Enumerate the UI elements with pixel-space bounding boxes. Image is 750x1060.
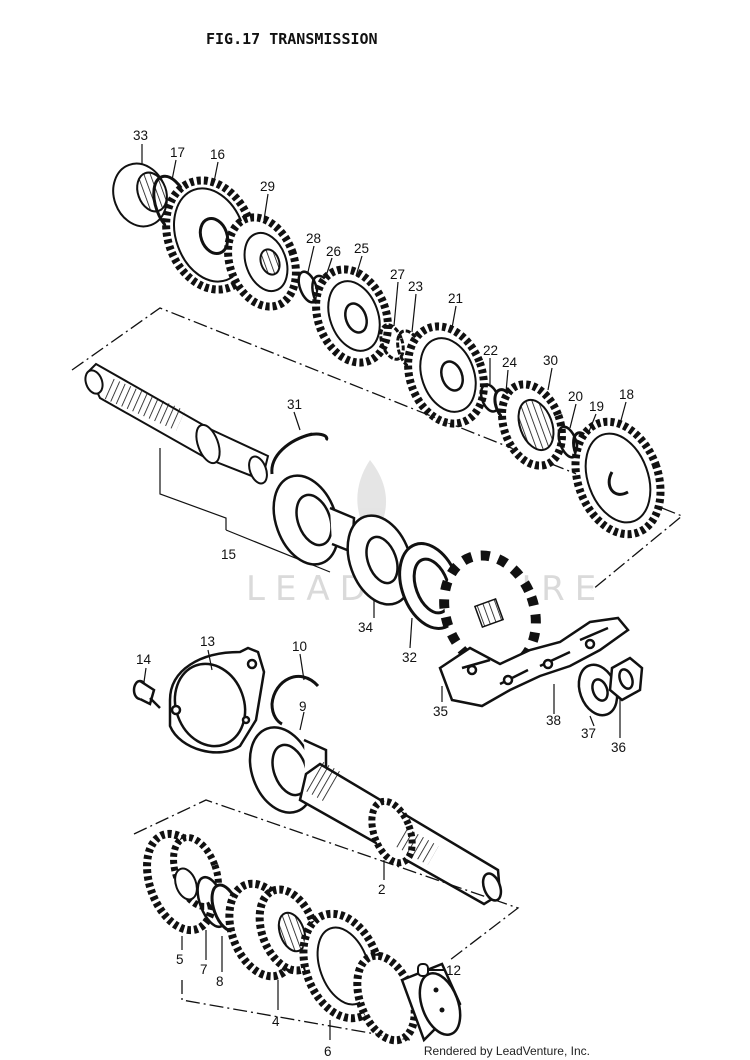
part-21-gear — [404, 322, 488, 428]
callout-36: 36 — [611, 740, 626, 755]
part-30-gear — [498, 380, 566, 470]
part-29-gear — [224, 213, 300, 311]
callout-29: 29 — [260, 179, 275, 194]
part-5-gear — [143, 829, 222, 935]
drive-chain — [438, 616, 630, 708]
callout-16: 16 — [210, 147, 225, 162]
part-10-circlip — [270, 674, 320, 726]
callout-20: 20 — [568, 389, 583, 404]
callouts: 33 17 16 29 28 26 25 27 23 21 22 24 30 2… — [133, 128, 634, 1059]
callout-18: 18 — [619, 387, 634, 402]
render-credit: Rendered by LeadVenture, Inc. — [423, 1044, 590, 1058]
part-36-nut — [608, 656, 644, 702]
callout-13: 13 — [200, 634, 215, 649]
part-33-bearing — [112, 162, 168, 228]
callout-21: 21 — [448, 291, 463, 306]
callout-26: 26 — [326, 244, 341, 259]
callout-34: 34 — [358, 620, 374, 635]
callout-37: 37 — [581, 726, 596, 741]
part-25-gear — [312, 265, 392, 367]
callout-19: 19 — [589, 399, 604, 414]
callout-14: 14 — [136, 652, 152, 667]
callout-24: 24 — [502, 355, 518, 370]
callout-35: 35 — [433, 704, 448, 719]
part-37-lock-washer — [577, 663, 619, 717]
leader-lines — [141, 144, 627, 1040]
countershaft-frame — [71, 307, 684, 591]
part-27-washer — [379, 323, 405, 361]
callout-8: 8 — [216, 974, 224, 989]
callout-17: 17 — [170, 145, 185, 160]
callout-25: 25 — [354, 241, 369, 256]
part-4-gear — [225, 879, 321, 981]
part-2-driveshaft — [298, 760, 503, 906]
countershaft-bearing — [272, 474, 356, 566]
callout-6: 6 — [324, 1044, 332, 1059]
callout-2: 2 — [378, 882, 386, 897]
part-12-pin — [417, 963, 444, 977]
callout-28: 28 — [306, 231, 321, 246]
callout-31: 31 — [287, 397, 302, 412]
callout-12: 12 — [446, 963, 461, 978]
callout-27: 27 — [390, 267, 405, 282]
callout-4: 4 — [272, 1014, 280, 1029]
part-18-gear — [571, 417, 665, 539]
callout-10: 10 — [292, 639, 307, 654]
figure-title: FIG.17 TRANSMISSION — [206, 30, 378, 48]
part-13-bearing-retainer — [168, 646, 266, 754]
callout-9: 9 — [299, 699, 307, 714]
driven-gear-bushing — [353, 951, 462, 1045]
callout-22: 22 — [483, 343, 498, 358]
callout-15: 15 — [221, 547, 236, 562]
part-31-circlip — [270, 432, 329, 475]
callout-23: 23 — [408, 279, 423, 294]
part-15-countershaft — [84, 362, 270, 485]
part-14-bolt — [132, 679, 161, 709]
callout-38: 38 — [546, 713, 561, 728]
callout-5: 5 — [176, 952, 184, 967]
driveshaft-frame — [133, 799, 520, 1041]
callout-7: 7 — [200, 962, 208, 977]
part-34-oil-seal — [346, 514, 414, 606]
callout-33: 33 — [133, 128, 148, 143]
callout-32: 32 — [402, 650, 417, 665]
callout-30: 30 — [543, 353, 558, 368]
